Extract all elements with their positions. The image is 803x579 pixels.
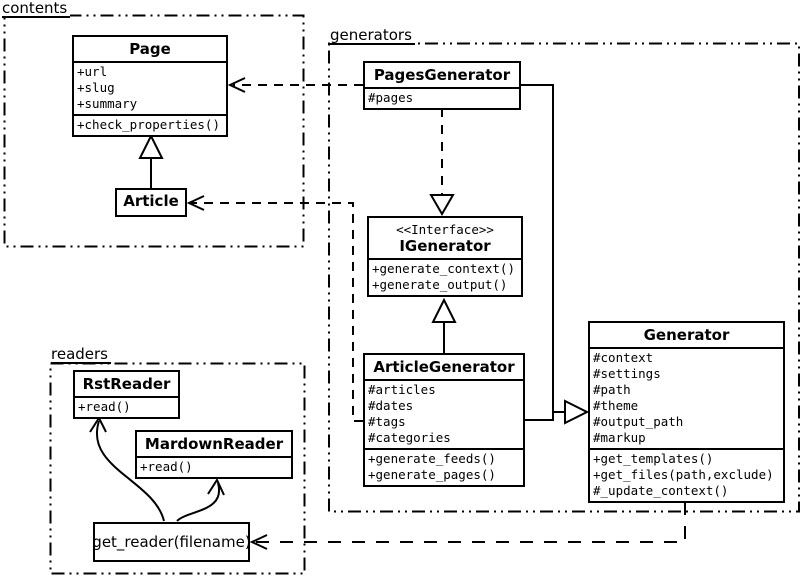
inheritance-articlegenerator-to-generator-line — [525, 412, 554, 421]
package-label-contents: contents — [2, 0, 71, 18]
attribute-line: #output_path — [593, 414, 684, 429]
function-box-get-reader-label: get_reader(filename) — [92, 533, 251, 551]
package-readers-border — [49, 362, 306, 575]
function-box-get-reader: get_reader(filename) — [92, 522, 251, 562]
class-article-title: Article — [123, 192, 179, 210]
inheritance-to-generator-triangle-icon — [564, 399, 590, 425]
inheritance-article-to-page-triangle-icon — [138, 133, 164, 159]
class-pagesgenerator: PagesGenerator #pages — [363, 61, 521, 110]
attribute-line: +url — [77, 64, 108, 79]
attribute-line: #theme — [593, 398, 639, 413]
method-line: +read() — [140, 459, 193, 474]
arrow-getreader-to-rstreader-line — [95, 420, 165, 522]
attribute-line: #articles — [368, 382, 436, 397]
class-generator: Generator #context #settings #path #them… — [588, 321, 785, 503]
method-line: +get_files(path,exclude) — [593, 467, 774, 482]
class-mardownreader-title: MardownReader — [144, 435, 284, 453]
inheritance-pagesgenerator-to-generator-line — [521, 84, 565, 413]
class-mardownreader: MardownReader +read() — [135, 430, 293, 479]
package-generators-border — [328, 42, 800, 513]
class-igenerator-methods: +generate_context() +generate_output() — [369, 258, 521, 295]
class-articlegenerator: ArticleGenerator #articles #dates #tags … — [363, 353, 525, 487]
attribute-line: +summary — [77, 96, 138, 111]
class-igenerator-name: IGenerator — [399, 237, 491, 255]
class-generator-title: Generator — [643, 326, 730, 344]
inheritance-articlegenerator-to-igenerator-triangle-icon — [431, 297, 457, 323]
method-line: +get_templates() — [593, 451, 714, 466]
attribute-line: #tags — [368, 414, 406, 429]
dependency-pagesgenerator-to-page-arrow-icon — [227, 77, 246, 93]
class-article: Article — [115, 188, 187, 217]
attribute-line: #markup — [593, 430, 646, 445]
attribute-line: #dates — [368, 398, 414, 413]
class-articlegenerator-methods: +generate_feeds() +generate_pages() — [365, 448, 523, 485]
class-page: Page +url +slug +summary +check_properti… — [72, 35, 228, 137]
method-line: #_update_context() — [593, 483, 729, 498]
attribute-line: #context — [593, 350, 654, 365]
class-rstreader: RstReader +read() — [73, 370, 180, 419]
attribute-line: #pages — [368, 90, 414, 105]
attribute-line: +slug — [77, 80, 115, 95]
class-page-attributes: +url +slug +summary — [74, 61, 226, 114]
class-igenerator: <<Interface>> IGenerator +generate_conte… — [367, 216, 523, 297]
dependency-articlegenerator-to-article-line — [191, 202, 363, 422]
attribute-line: #categories — [368, 430, 451, 445]
package-contents-border — [3, 14, 305, 248]
class-articlegenerator-attributes: #articles #dates #tags #categories — [365, 379, 523, 448]
class-page-title: Page — [129, 40, 171, 58]
dependency-articlegenerator-to-article-arrow-icon — [186, 195, 205, 211]
realization-pagesgenerator-to-igenerator-triangle-icon — [429, 194, 455, 216]
attribute-line: #settings — [593, 366, 661, 381]
method-line: +generate_context() — [372, 261, 515, 276]
attribute-line: #path — [593, 382, 631, 397]
class-igenerator-title: <<Interface>> IGenerator — [369, 218, 521, 258]
class-generator-methods: +get_templates() +get_files(path,exclude… — [590, 448, 783, 501]
class-rstreader-methods: +read() — [75, 396, 178, 417]
class-pagesgenerator-title: PagesGenerator — [373, 66, 511, 84]
method-line: +generate_output() — [372, 277, 508, 292]
class-page-methods: +check_properties() — [74, 114, 226, 135]
dependency-generator-to-getreader-arrow-icon — [249, 534, 268, 550]
method-line: +check_properties() — [77, 117, 220, 132]
method-line: +read() — [78, 399, 131, 414]
method-line: +generate_feeds() — [368, 451, 496, 466]
dependency-generator-to-getreader-line — [256, 502, 686, 543]
class-generator-attributes: #context #settings #path #theme #output_… — [590, 347, 783, 448]
class-rstreader-title: RstReader — [82, 375, 171, 393]
class-mardownreader-methods: +read() — [137, 456, 291, 477]
package-label-generators: generators — [330, 27, 415, 45]
method-line: +generate_pages() — [368, 467, 496, 482]
arrow-getreader-to-mardownreader-line — [176, 482, 221, 522]
class-articlegenerator-title: ArticleGenerator — [373, 358, 515, 376]
class-igenerator-stereotype: <<Interface>> — [396, 222, 494, 237]
class-pagesgenerator-attributes: #pages — [365, 87, 519, 108]
arrow-getreader-to-mardownreader-head-icon — [207, 477, 225, 496]
package-label-readers: readers — [51, 346, 111, 364]
